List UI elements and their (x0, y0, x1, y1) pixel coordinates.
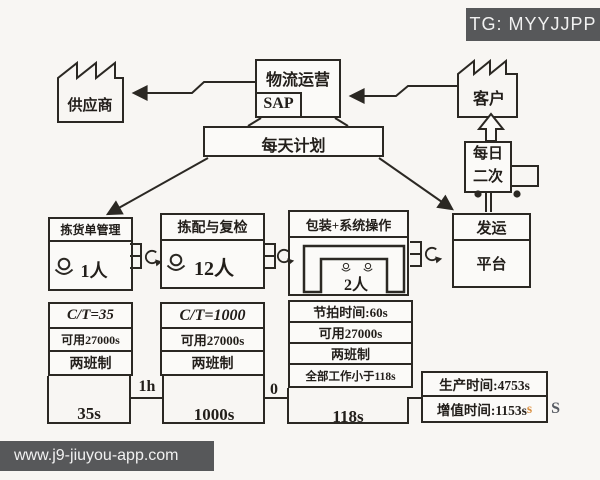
truck-wheel-icon (513, 190, 521, 198)
data-row: 全部工作小于118s (305, 370, 396, 383)
data-row: 可用27000s (290, 323, 411, 344)
data-box-1: C/T=35 可用27000s 两班制 (48, 302, 133, 376)
production-time-text: 生产时间:4753s (439, 378, 530, 393)
plan-arrow-to-shipping (378, 157, 454, 211)
process-title-1: 拣货单管理 (50, 219, 131, 242)
value-added-time-text: 增值时间:1153s (436, 403, 527, 418)
data-row: 可用27000s (50, 329, 131, 352)
summary-box: 生产时间:4753s 增值时间:1153s s S (421, 371, 560, 423)
process-box-1: 拣货单管理 (48, 217, 133, 291)
timeline-wait2-label: 0 (270, 381, 278, 398)
timeline-seg3-label: 118s (332, 407, 364, 426)
data-row: 两班制 (69, 357, 112, 372)
summary-row-2: 增值时间:1153s s S (423, 397, 560, 421)
data-row: 节拍时间:60s (290, 302, 411, 323)
timeline-wait1-label: 1h (138, 378, 156, 395)
daily-frequency-box: 每日 二次 (464, 141, 512, 193)
logistics-label: 物流运营 (265, 72, 330, 89)
fifo-lane-icon-2 (264, 243, 276, 269)
data-row: 可用27000s (162, 329, 263, 352)
truck-icon (512, 165, 539, 187)
footer-watermark-text: www.j9-jiuyou-app.com (14, 447, 179, 464)
supplier-label: 供应商 (67, 98, 113, 114)
tg-watermark-text: TG: MYYJJPP (469, 14, 597, 34)
staff-count-1: 1人 (80, 261, 108, 281)
plan-connector-lines (247, 117, 349, 127)
info-arrow-to-supplier (131, 81, 255, 101)
daily-frequency-line2: 二次 (472, 169, 503, 185)
daily-plan-label: 每天计划 (261, 138, 326, 155)
timeline-seg1-label: 35s (77, 404, 101, 423)
fifo-lane-icon-3 (410, 241, 422, 267)
tg-watermark-badge: TG: MYYJJPP (466, 8, 600, 41)
daily-plan-box: 每天计划 (203, 126, 384, 157)
data-row: C/T=35 (50, 304, 131, 329)
data-row: 两班制 (191, 357, 234, 372)
footer-watermark: www.j9-jiuyou-app.com (0, 441, 214, 471)
sap-box: SAP (255, 92, 302, 118)
loop-arrow-icon-3 (424, 246, 444, 265)
summary-row-1: 生产时间:4753s (423, 373, 546, 397)
shipping-box: 发运 平台 (452, 213, 531, 288)
data-row: 两班制 (290, 344, 411, 365)
customer-label: 客户 (472, 91, 505, 108)
staff-count-2: 12人 (194, 258, 234, 280)
plan-arrow-to-process1 (105, 157, 209, 216)
shipping-title: 发运 (454, 215, 529, 241)
data-box-2: C/T=1000 可用27000s 两班制 (160, 302, 265, 376)
process-title-3: 包装+系统操作 (290, 212, 407, 238)
timeline-seg2-label: 1000s (193, 405, 235, 424)
watermark-artifact-s: s (526, 401, 533, 416)
shipping-subtitle: 平台 (476, 257, 507, 273)
data-box-3: 节拍时间:60s 可用27000s 两班制 全部工作小于118s (288, 300, 413, 388)
info-arrow-to-logistics (348, 85, 458, 104)
sap-label: SAP (263, 95, 294, 112)
daily-frequency-line1: 每日 (472, 146, 503, 162)
shipping-link-lines (485, 193, 492, 212)
shipment-block-arrow-icon (476, 112, 506, 142)
process-title-2: 拣配与复检 (162, 215, 263, 241)
staff-count-3: 2人 (343, 277, 368, 294)
data-row: C/T=1000 (162, 304, 263, 329)
watermark-artifact-cap-s: S (551, 400, 560, 417)
